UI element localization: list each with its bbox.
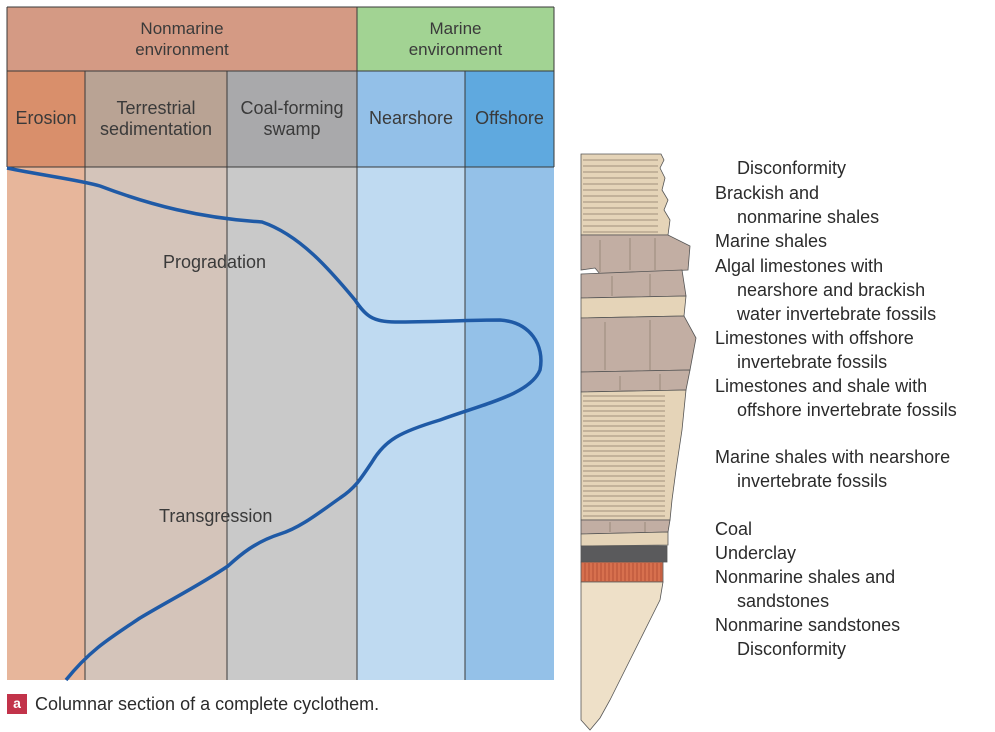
figure-caption: a Columnar section of a complete cycloth… — [7, 693, 379, 715]
layer-nonmarine-sandstone — [580, 581, 664, 731]
label-marine-shales: Marine shales — [715, 231, 828, 251]
layer-shale-lower — [580, 531, 669, 547]
zone-label-terrestrial: Terrestrial sedimentation — [99, 98, 213, 139]
zone-header-terrestrial — [85, 71, 227, 167]
label-sandstones: sandstones — [737, 591, 830, 611]
caption-badge: a — [7, 694, 27, 714]
zone-body-nearshore — [357, 167, 465, 680]
column-bedding-lines — [583, 159, 665, 581]
label-limestones-shale: Limestones and shale with — [715, 376, 928, 396]
layer-shale-thin — [580, 295, 687, 319]
zone-label-nearshore: Nearshore — [368, 108, 454, 128]
nonmarine-header-label: Nonmarine environment — [135, 19, 229, 59]
layer-limestone-band — [580, 269, 687, 299]
label-nonmarine-sandstones: Nonmarine sandstones — [715, 615, 901, 635]
zone-header-swamp — [227, 71, 357, 167]
layer-limestone-thick — [580, 315, 697, 373]
marine-header-label: Marine environment — [408, 19, 503, 59]
caption-text: Columnar section of a complete cyclothem… — [35, 694, 380, 714]
zone-dividers — [6, 6, 555, 680]
nonmarine-header-band — [7, 7, 357, 71]
layer-limestone-shale — [580, 369, 691, 393]
marine-header-band — [357, 7, 554, 71]
label-brackish: Brackish and — [715, 183, 820, 203]
sea-level-curve — [6, 166, 543, 682]
zone-label-swamp: Coal-forming swamp — [240, 98, 344, 139]
label-coal: Coal — [715, 519, 753, 539]
label-disconformity-bottom: Disconformity — [737, 639, 847, 659]
label-invertebrate-fossils-1: invertebrate fossils — [737, 352, 888, 372]
zone-body-swamp — [227, 167, 357, 680]
transgression-label: Transgression — [159, 506, 273, 526]
label-nearshore-brackish: nearshore and brackish — [737, 280, 926, 300]
label-offshore-fossils: offshore invertebrate fossils — [737, 400, 957, 420]
label-invertebrate-fossils-2: invertebrate fossils — [737, 471, 888, 491]
zone-header-erosion — [7, 71, 85, 167]
label-algal-limestones: Algal limestones with — [715, 256, 884, 276]
zone-label-erosion: Erosion — [15, 108, 77, 128]
zone-label-offshore: Offshore — [475, 108, 544, 128]
label-limestones-offshore: Limestones with offshore — [715, 328, 914, 348]
zone-body-terrestrial — [85, 167, 227, 680]
layer-limestone-upper — [580, 234, 691, 275]
zone-body-erosion — [7, 167, 85, 680]
zone-body-offshore — [465, 167, 554, 680]
label-nonmarine-shales: nonmarine shales — [737, 207, 880, 227]
stratigraphic-column — [580, 153, 697, 731]
zone-header-offshore — [465, 71, 554, 167]
label-underclay: Underclay — [715, 543, 797, 563]
label-marine-shales-nearshore: Marine shales with nearshore — [715, 447, 951, 467]
label-disconformity-top: Disconformity — [737, 158, 847, 178]
zone-header-nearshore — [357, 71, 465, 167]
label-water-fossils: water invertebrate fossils — [737, 304, 937, 324]
label-nonmarine-shales-sandstones: Nonmarine shales and — [715, 567, 896, 587]
layer-marine-shale — [580, 389, 687, 521]
layer-coal — [580, 545, 668, 563]
progradation-label: Progradation — [163, 252, 267, 272]
